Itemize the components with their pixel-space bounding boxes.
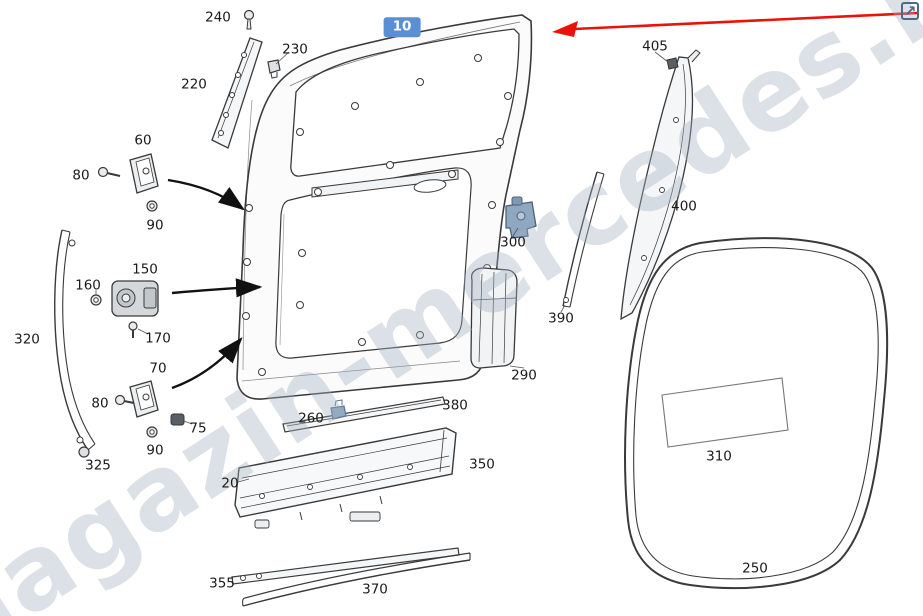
buffer-75[interactable]	[170, 413, 185, 426]
part-label-170[interactable]: 170	[145, 330, 171, 347]
part-label-75[interactable]: 75	[189, 420, 207, 437]
external-link-glyph: ↗	[903, 2, 917, 20]
part-label-355[interactable]: 355	[209, 575, 235, 592]
part-label-400[interactable]: 400	[671, 198, 697, 215]
door-lock-300[interactable]	[505, 196, 537, 239]
rear-door-shell[interactable]	[236, 14, 533, 400]
part-label-320[interactable]: 320	[14, 331, 40, 348]
bolt-80-lower[interactable]	[114, 394, 135, 406]
part-label-250[interactable]: 250	[742, 560, 768, 577]
screw-240[interactable]	[243, 9, 255, 30]
part-label-380[interactable]: 380	[442, 397, 468, 414]
part-label-20[interactable]: 20	[221, 475, 239, 492]
part-label-230[interactable]: 230	[282, 41, 308, 58]
part-label-220[interactable]: 220	[181, 76, 207, 93]
part-label-80[interactable]: 80	[91, 395, 109, 412]
part-label-150[interactable]: 150	[132, 261, 158, 278]
part-label-240[interactable]: 240	[205, 9, 231, 26]
part-label-80[interactable]: 80	[72, 167, 90, 184]
upper-hinge[interactable]	[129, 153, 159, 194]
seal-strip-320[interactable]	[54, 229, 96, 451]
part-label-310[interactable]: 310	[706, 448, 732, 465]
bolt-80-upper[interactable]	[97, 166, 121, 178]
pillar-trim-rear-400[interactable]	[620, 49, 701, 321]
clip-325[interactable]	[78, 446, 90, 458]
part-label-370[interactable]: 370	[362, 581, 388, 598]
bracket-290[interactable]	[470, 267, 518, 369]
seal-strip-390[interactable]	[562, 171, 605, 308]
lower-hinge[interactable]	[129, 380, 159, 418]
sill-molding-370[interactable]	[242, 552, 471, 607]
part-label-325[interactable]: 325	[85, 457, 111, 474]
part-label-350[interactable]: 350	[469, 456, 495, 473]
external-link-icon[interactable]: ↗	[901, 2, 919, 20]
selection-arrow	[552, 11, 919, 37]
nut-90-upper[interactable]	[146, 200, 158, 212]
leader-arrows	[167, 178, 263, 390]
part-label-290[interactable]: 290	[511, 367, 537, 384]
part-label-390[interactable]: 390	[548, 310, 574, 327]
part-label-300[interactable]: 300	[500, 234, 526, 251]
part-label-260[interactable]: 260	[298, 410, 324, 427]
seal-label-310[interactable]	[661, 377, 789, 448]
belt-molding-380[interactable]	[282, 396, 446, 433]
part-label-60[interactable]: 60	[134, 132, 152, 149]
leader-ticks	[95, 51, 669, 483]
part-label-90[interactable]: 90	[146, 442, 164, 459]
part-label-10-selected[interactable]: 10	[383, 17, 421, 37]
clip-260[interactable]	[330, 399, 347, 420]
door-seal-250[interactable]	[624, 237, 889, 589]
window-regulator-motor[interactable]	[111, 280, 159, 317]
pillar-trim-front[interactable]	[211, 37, 263, 149]
nut-90-lower[interactable]	[146, 426, 158, 438]
part-label-405[interactable]: 405	[642, 38, 668, 55]
clip-405[interactable]	[666, 57, 679, 70]
door-lower-panel-350[interactable]	[234, 427, 457, 529]
part-label-90[interactable]: 90	[146, 217, 164, 234]
screw-170[interactable]	[128, 321, 138, 338]
part-label-70[interactable]: 70	[149, 360, 167, 377]
part-label-160[interactable]: 160	[75, 277, 101, 294]
